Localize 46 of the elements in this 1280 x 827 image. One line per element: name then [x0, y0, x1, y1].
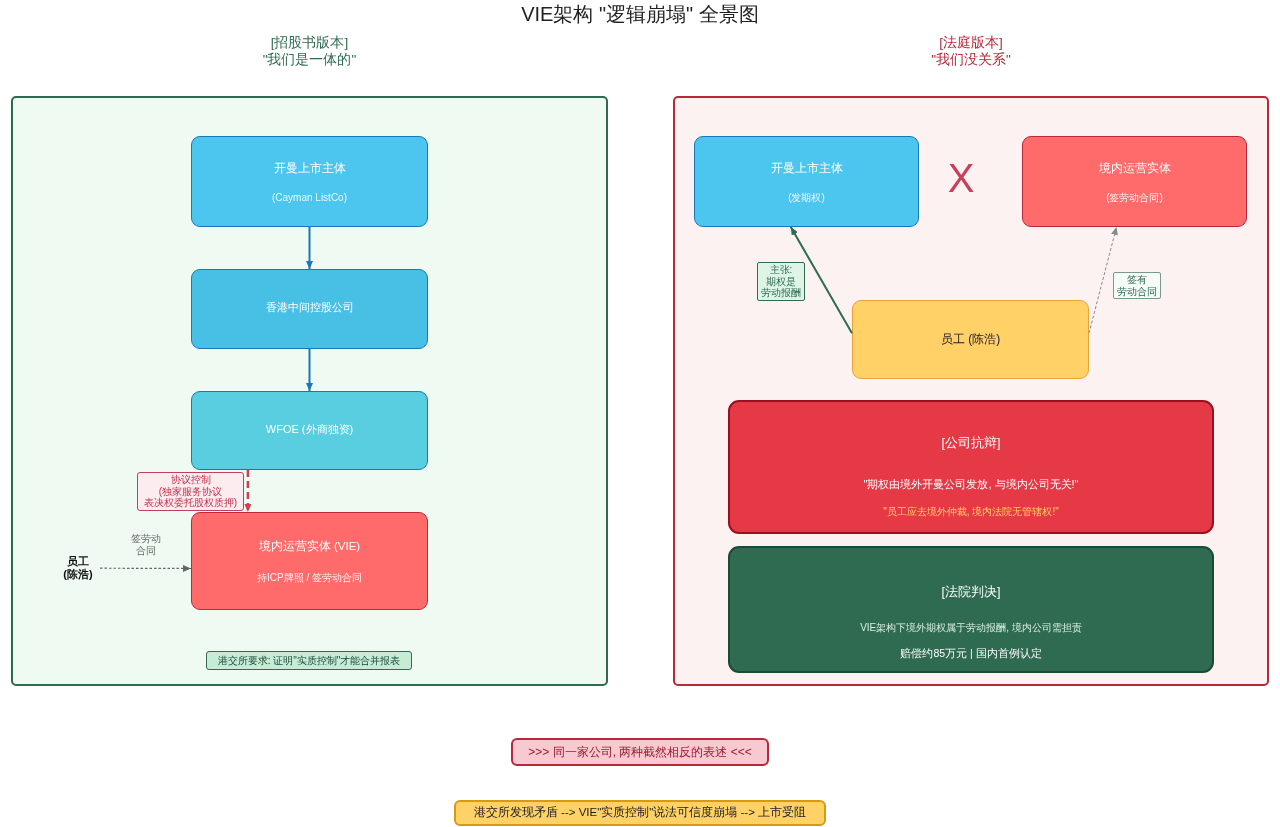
note-box: 港交所要求: 证明"实质控制"才能合并报表	[206, 651, 412, 670]
box-text: 赔偿约85万元 | 国内首例认定	[900, 646, 1042, 660]
box-subtitle: (发期权)	[788, 191, 825, 204]
box-title: [公司抗辩]	[941, 435, 1001, 451]
entity-box	[191, 512, 428, 610]
cross-mark: X	[947, 158, 975, 198]
verdict-box	[728, 546, 1214, 673]
box-title: WFOE (外商独资)	[265, 422, 354, 437]
arrow	[244, 470, 252, 512]
arrow	[99, 564, 192, 572]
box-text: "员工应去境外仲裁, 境内法院无管辖权!"	[883, 506, 1059, 518]
entity-box	[191, 391, 428, 470]
box-subtitle: 持ICP牌照 / 签劳动合同	[257, 571, 362, 584]
edge-label: 签劳动合同	[130, 532, 162, 557]
box-title: 香港中间控股公司	[265, 300, 354, 315]
panel-heading: [法庭版本]	[939, 34, 1003, 52]
panel-heading: [招股书版本]	[270, 34, 349, 52]
box-subtitle: (签劳动合同)	[1106, 191, 1163, 204]
entity-box	[191, 269, 428, 349]
box-title: 开曼上市主体	[770, 161, 843, 176]
box-text: "期权由境外开曼公司发放, 与境内公司无关!"	[863, 478, 1079, 492]
banner: >>> 同一家公司, 两种截然相反的表述 <<<	[511, 738, 769, 766]
box-subtitle: (Cayman ListCo)	[272, 191, 347, 204]
arrow	[789, 226, 853, 335]
person-box	[852, 300, 1089, 379]
edge-label: 主张:期权是劳动报酬	[757, 262, 805, 301]
arrow	[306, 348, 313, 392]
box-title: 开曼上市主体	[273, 161, 346, 176]
box-title: 境内运营实体	[1098, 161, 1171, 176]
box-title: 境内运营实体 (VIE)	[258, 539, 361, 554]
arrow	[306, 226, 313, 270]
panel-heading: "我们是一体的"	[262, 51, 357, 69]
box-title: [法院判决]	[941, 584, 1001, 600]
entity-box	[191, 136, 428, 227]
box-text: VIE架构下境外期权属于劳动报酬, 境内公司需担责	[860, 622, 1082, 634]
entity-box	[1022, 136, 1247, 227]
box-title: 员工 (陈浩)	[940, 331, 1001, 346]
entity-box	[694, 136, 919, 227]
arrow	[1088, 226, 1118, 334]
defense-box	[728, 400, 1214, 534]
edge-label: 协议控制(独家服务协议表决权委托股权质押)	[137, 472, 244, 511]
banner: 港交所发现矛盾 --> VIE"实质控制"说法可信度崩塌 --> 上市受阻	[454, 800, 826, 826]
text-label: 员工 (陈浩)	[56, 555, 100, 582]
panel-heading: "我们没关系"	[931, 51, 1011, 69]
title: VIE架构 "逻辑崩塌" 全景图	[521, 2, 759, 26]
edge-label: 签有劳动合同	[1113, 272, 1161, 299]
